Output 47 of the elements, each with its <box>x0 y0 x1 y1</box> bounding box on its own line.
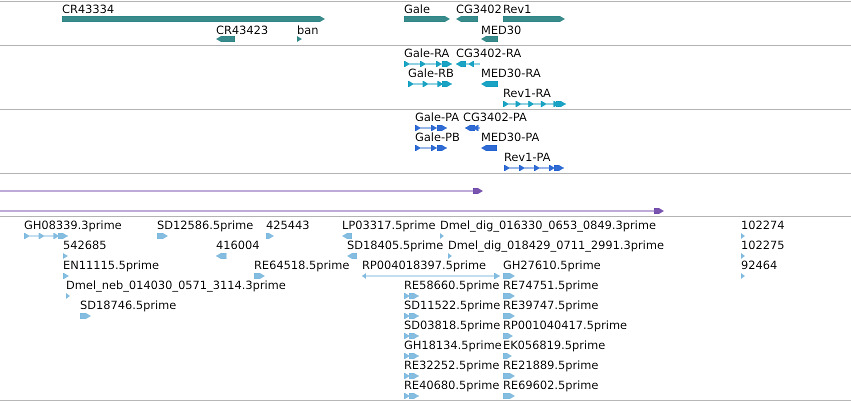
feature-label: GH18134.5prime <box>404 338 502 352</box>
feature-label: Rev1-PA <box>504 150 550 164</box>
feature-label: LP03317.5prime <box>342 218 436 232</box>
feature-label: CG3402-RA <box>456 46 522 60</box>
feature-label: SD11522.5prime <box>404 298 500 312</box>
feature-label: Dmel_dig_016330_0653_0849.3prime <box>440 218 656 232</box>
feature-label: Gale <box>404 2 430 16</box>
feature-label: SD18746.5prime <box>80 298 176 312</box>
feature-label: RE39747.5prime <box>503 298 598 312</box>
feature-label: Gale-PB <box>415 130 460 144</box>
feature-label: SD18405.5prime <box>347 238 444 252</box>
feature-label: 425443 <box>266 218 310 232</box>
feature-label: SD12586.5prime <box>157 218 254 232</box>
feature-label: 102275 <box>741 238 784 252</box>
feature-label: RE58660.5prime <box>404 278 500 292</box>
feature-label: RP001040417.5prime <box>503 318 628 332</box>
feature-label: Dmel_neb_014030_0571_3114.3prime <box>66 278 286 292</box>
feature-label: 542685 <box>63 238 106 252</box>
feature-label: 102274 <box>741 218 784 232</box>
feature-label: Gale-RB <box>408 66 454 80</box>
feature-label: CR43334 <box>62 2 114 16</box>
feature-label: MED30 <box>481 23 522 37</box>
feature-label: CR43423 <box>216 23 268 37</box>
feature-label: CG3402 <box>456 2 502 16</box>
feature-label: Rev1 <box>503 2 532 16</box>
feature-label: RE74751.5prime <box>503 278 598 292</box>
feature-label: MED30-PA <box>481 130 540 144</box>
feature-label: Dmel_dig_018429_0711_2991.3prime <box>448 238 664 252</box>
feature-label: RE21889.5prime <box>503 358 598 372</box>
feature-label: Gale-RA <box>404 46 450 60</box>
feature-label: RE40680.5prime <box>404 378 500 392</box>
feature-label: 92464 <box>741 258 778 272</box>
feature-label: 416004 <box>216 238 260 252</box>
feature-label: Rev1-RA <box>503 86 551 100</box>
feature-label: RP004018397.5prime <box>362 258 486 272</box>
feature-label: RE69602.5prime <box>503 378 598 392</box>
feature-label: MED30-RA <box>481 66 541 80</box>
feature-label: Gale-PA <box>415 110 460 124</box>
feature-label: EN11115.5prime <box>63 258 160 272</box>
feature-label: ban <box>297 23 318 37</box>
feature-label: GH08339.3prime <box>24 218 122 232</box>
feature-label: CG3402-PA <box>463 110 527 124</box>
feature-label: RE32252.5prime <box>404 358 500 372</box>
feature-label: SD03818.5prime <box>404 318 500 332</box>
feature-label: GH27610.5prime <box>503 258 601 272</box>
feature-label: RE64518.5prime <box>254 258 350 272</box>
feature-label: EK056819.5prime <box>503 338 606 352</box>
